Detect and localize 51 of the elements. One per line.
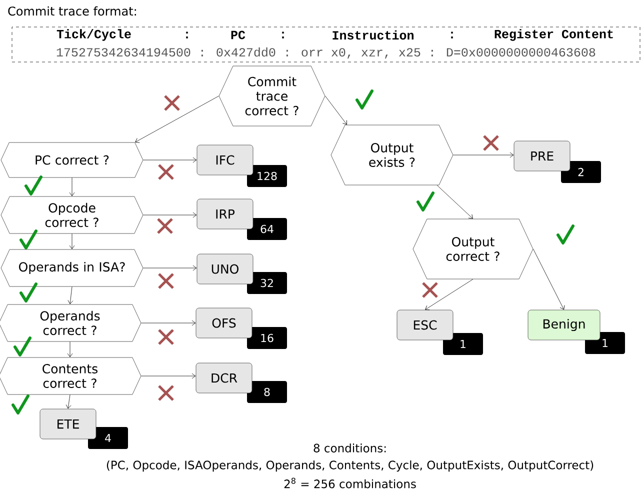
outcome-box: IFC [196,144,254,176]
note-text: (PC, Opcode, ISAOperands, Operands, Contents, Cycle, OutputExists, OutputCorrect) [106,460,594,472]
arrow [143,157,197,163]
arrow [66,394,72,409]
decision-hexagon: Opcode correct ? [0,196,144,234]
arrow [135,96,219,143]
decision-hexagon: Operands correct ? [0,304,142,342]
arrow [453,152,514,158]
column-header: PC [231,30,246,40]
count-badge: 32 [247,272,287,294]
column-separator: : [451,32,453,38]
outcome-box: IRP [196,198,254,230]
decision-hexagon: Contents correct ? [0,357,142,395]
arrow [325,96,347,125]
decision-hexagon: Output exists ? [330,124,454,186]
count-badge: 128 [247,165,287,187]
arrow [533,248,565,310]
column-separator: : [282,32,284,38]
count-badge: 1 [443,333,483,355]
arrow [69,178,75,196]
arrow [143,265,197,271]
count-badge: 16 [247,327,287,349]
count-badge: 64 [247,218,287,240]
outcome-box: ESC [396,310,454,340]
outcome-box: ETE [40,408,96,440]
arrow [141,373,196,379]
heading: Commit trace format: [8,6,136,16]
decision-hexagon: Operands in ISA? [0,249,144,287]
outcome-box: PRE [514,140,570,172]
count-badge: 8 [247,381,287,403]
arrow [143,212,197,218]
outcome-box: OFS [196,308,252,338]
column-separator: : [186,32,188,38]
note-text: 2$^{8}$ = 256 combinations [284,478,416,488]
outcome-box: UNO [196,254,254,284]
decision-hexagon: Output correct ? [412,218,534,280]
column-header: Register Content [494,29,613,41]
column-header: Instruction [332,30,414,40]
arrow [69,234,75,250]
note-text: 8 conditions: [314,444,386,452]
trace-entry: 175275342634194500 : 0x427dd0 : orr x0, xzr, x25 : D=0x0000000000463608 [56,47,596,59]
arrow [67,342,73,358]
arrow [141,320,196,326]
outcome-box: DCR [196,362,252,394]
arrow [68,286,74,304]
arrow [436,185,473,219]
decision-hexagon: Commit trace correct ? [218,66,326,126]
decision-hexagon: PC correct ? [0,142,144,178]
column-header: Tick/Cycle [56,29,131,41]
arrow [425,279,474,310]
outcome-box: Benign [528,310,600,340]
